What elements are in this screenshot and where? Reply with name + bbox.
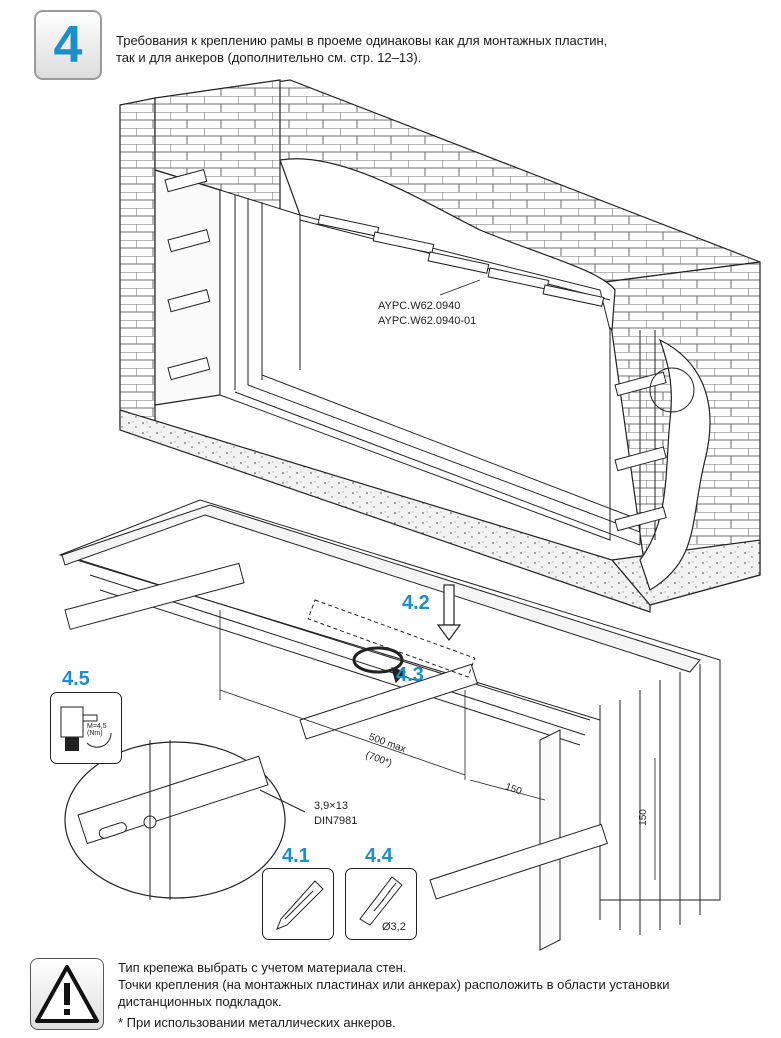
footer-line-2: Точки крепления (на монтажных пластинах … (118, 977, 670, 992)
callout-arrows (352, 584, 462, 684)
detail-circle (649, 367, 695, 413)
footer-line-3: дистанционных подкладок. (118, 994, 282, 1009)
step-number: 4 (53, 16, 83, 74)
screw-standard: DIN7981 (314, 815, 358, 827)
wall (119, 79, 761, 613)
drill-bit-icon (359, 876, 403, 926)
callout-4-1: 4.1 (282, 845, 310, 867)
warning-triangle-icon (35, 965, 99, 1023)
screw-size: 3,9×13 (314, 800, 348, 812)
header-line-2: так и для анкеров (дополнительно см. стр… (116, 50, 422, 65)
instruction-header: Требования к креплению рамы в проеме оди… (116, 32, 676, 66)
drill-size: Ø3,2 (382, 921, 406, 933)
step-number-badge: 4 (34, 10, 102, 80)
torque-label: M=4,5 (Nm) (87, 723, 107, 737)
part-label-1: AYPC.W62.0940 (378, 300, 461, 312)
warning-box (30, 958, 104, 1030)
torque-tool-box: M=4,5 (Nm) (50, 692, 122, 764)
magnified-plate (77, 740, 306, 900)
callout-4-4: 4.4 (365, 845, 393, 867)
footnote: * При использовании металлических анкеро… (118, 1015, 396, 1030)
mounting-plates (164, 169, 667, 532)
drilling-tool-box: Ø3,2 (345, 868, 417, 940)
dim-edge-2: 150 (637, 809, 649, 826)
dimension-lines (219, 610, 656, 880)
pencil-icon (276, 880, 324, 930)
callout-4-2: 4.2 (402, 592, 430, 614)
warning-text: Тип крепежа выбрать с учетом материала с… (118, 959, 758, 1010)
marking-tool-box (262, 868, 334, 940)
callout-4-5: 4.5 (62, 668, 90, 690)
part-label-2: AYPC.W62.0940-01 (378, 315, 477, 327)
part-label-leader (439, 279, 481, 296)
screwdriver-icon (60, 706, 112, 751)
window-profile-section (58, 499, 721, 951)
footer-line-1: Тип крепежа выбрать с учетом материала с… (118, 960, 407, 975)
callout-4-3: 4.3 (396, 664, 424, 686)
header-line-1: Требования к креплению рамы в проеме оди… (116, 33, 608, 48)
